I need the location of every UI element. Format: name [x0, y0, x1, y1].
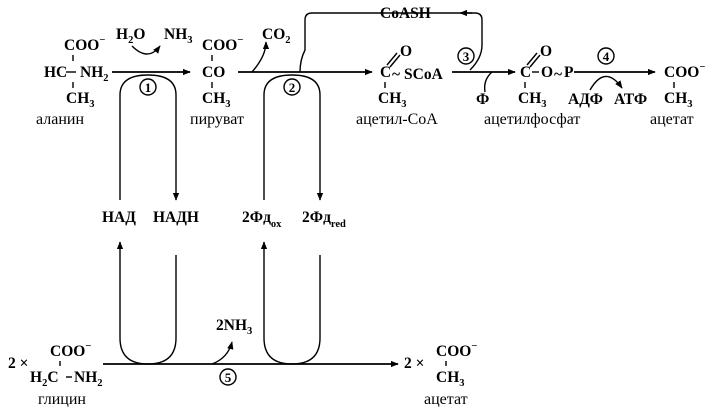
arrow-phi-curve — [483, 71, 493, 93]
step-3-label: 3 — [463, 49, 470, 64]
co2-label: CO2 — [262, 26, 291, 46]
step-4-label: 4 — [603, 49, 610, 64]
fd-red-label: 2Фдred — [302, 209, 346, 230]
acetylphosphate-label: ацетилфосфат — [484, 111, 580, 128]
svg-text:~: ~ — [554, 66, 562, 83]
step-1-label: 1 — [145, 80, 152, 95]
loop-fd-bottom — [260, 241, 321, 365]
svg-text:CH3: CH3 — [518, 90, 547, 110]
pyruvate-structure: COO− CO CH3 пируват — [190, 35, 244, 128]
h2o-label: H2O — [116, 26, 145, 46]
acetyl-coa-label: ацетил-CoA — [356, 111, 438, 128]
phosphate-label: Ф — [476, 91, 489, 108]
svg-text:2 ×: 2 × — [404, 355, 424, 372]
svg-text:COO−: COO− — [50, 341, 91, 360]
acetate-bottom-structure: 2 × COO− CH3 ацетат — [404, 341, 477, 408]
alanine-label: аланин — [36, 111, 84, 128]
arrow-h2o-nh3-curve — [131, 45, 161, 55]
svg-text:C: C — [380, 64, 391, 81]
svg-text:COO−: COO− — [664, 62, 705, 81]
svg-text:CH3: CH3 — [202, 90, 231, 110]
svg-text:SCoA: SCoA — [404, 66, 444, 83]
acetylphosphate-structure: O C O ~ P CH3 ацетилфосфат — [484, 43, 580, 128]
acetyl-coa-structure: O C ~ SCoA CH3 ацетил-CoA — [356, 43, 444, 128]
svg-text:C: C — [520, 64, 531, 81]
alanine-structure: COO− HC NH2 CH3 аланин — [36, 35, 109, 128]
acetate-top-structure: COO− CH3 ацетат — [650, 62, 705, 128]
svg-text:COO−: COO− — [202, 35, 243, 54]
svg-text:COO−: COO− — [64, 35, 105, 54]
svg-text:2 ×: 2 × — [8, 355, 28, 372]
svg-text:H2C: H2C — [30, 369, 59, 389]
svg-text:O: O — [400, 43, 412, 60]
svg-text:~: ~ — [392, 66, 400, 83]
svg-text:O: O — [540, 43, 552, 60]
loop-fd — [263, 74, 324, 201]
svg-text:COO−: COO− — [436, 341, 477, 360]
acetate-top-label: ацетат — [650, 111, 694, 128]
coash-label: CoASH — [380, 5, 431, 22]
arrow-co2-curve — [251, 41, 270, 73]
nadh-label: НАДН — [153, 209, 199, 226]
acetate-bottom-label: ацетат — [424, 391, 468, 408]
svg-text:CH3: CH3 — [378, 90, 407, 110]
svg-text:CH3: CH3 — [664, 90, 693, 110]
adp-label: АДФ — [568, 91, 603, 108]
atp-label: АТФ — [614, 91, 647, 108]
glycine-label: глицин — [38, 391, 86, 408]
step-2-label: 2 — [289, 80, 296, 95]
arrow-coash-loop — [299, 12, 483, 73]
svg-text:O: O — [541, 64, 553, 81]
glycine-structure: 2 × COO− H2C NH2 глицин — [8, 341, 103, 408]
2nh3-label: 2NH3 — [216, 317, 252, 337]
arrow-2nh3-curve — [211, 341, 234, 365]
svg-text:CH3: CH3 — [66, 90, 95, 110]
svg-text:CH3: CH3 — [436, 369, 465, 389]
svg-text:CO: CO — [202, 64, 225, 81]
step-markers: 1 2 3 4 5 — [139, 47, 615, 386]
nh3-label: NH3 — [164, 26, 193, 46]
svg-text:NH2: NH2 — [80, 64, 109, 84]
step-5-label: 5 — [225, 370, 232, 385]
arrows — [103, 9, 656, 368]
svg-text:P: P — [564, 64, 574, 81]
loop-nad-nadh-bottom — [116, 241, 177, 365]
arrow-adp-atp-curve — [589, 75, 623, 91]
loop-nad-nadh — [119, 74, 180, 201]
nad-label: НАД — [102, 209, 136, 226]
svg-text:HC: HC — [44, 64, 67, 81]
pyruvate-label: пируват — [190, 111, 244, 128]
svg-text:NH2: NH2 — [74, 369, 103, 389]
fd-ox-label: 2Фдox — [242, 209, 282, 230]
